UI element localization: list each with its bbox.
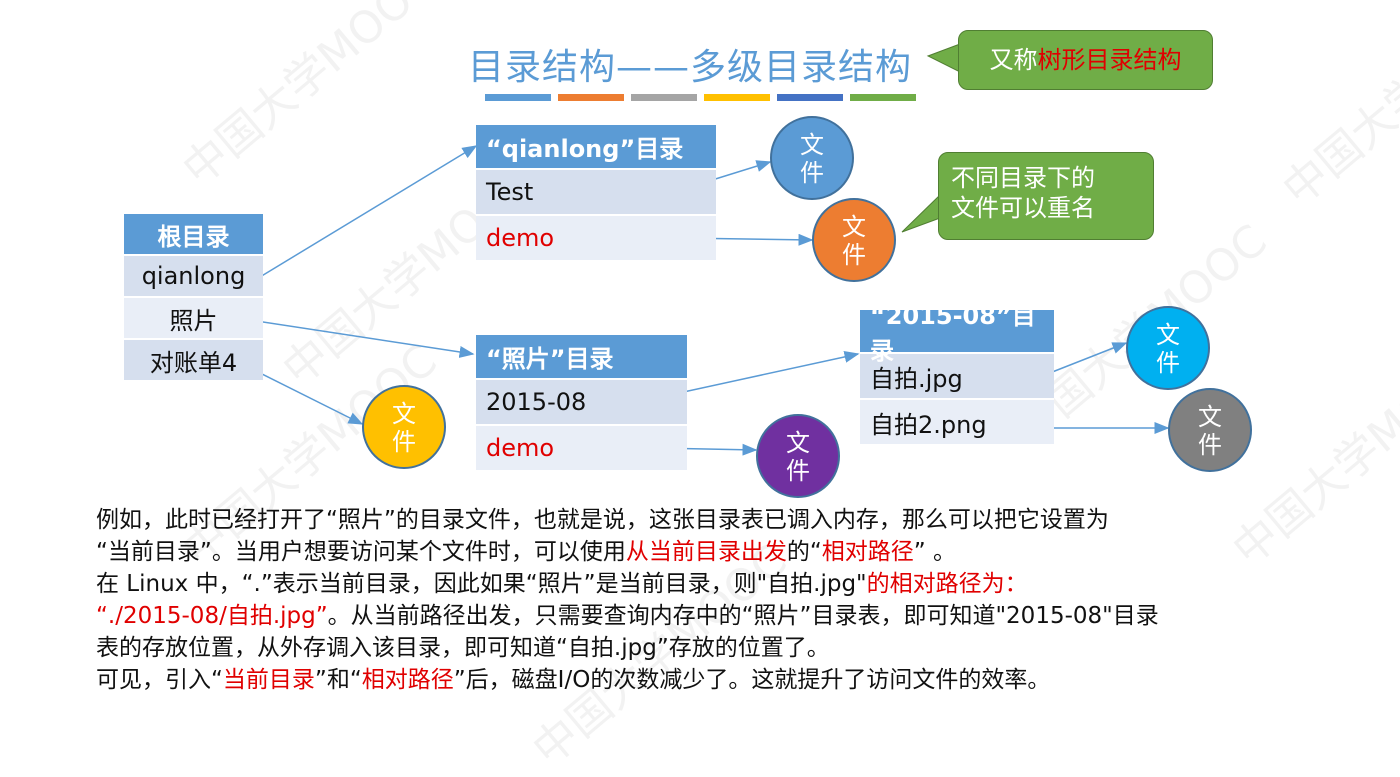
highlight-span: 从当前目录出发: [625, 539, 787, 565]
table-header: “照片”目录: [476, 335, 687, 380]
color-bar: [558, 94, 624, 101]
text-span: 。从当前路径出发，只需要查询内存中的“照片”目录表，即可知道"2015-08"目…: [327, 603, 1159, 629]
callout-same-name: 不同目录下的 文件可以重名: [938, 152, 1154, 240]
highlight-span: “./2015-08/自拍.jpg”: [96, 603, 328, 629]
file-label: 件: [1156, 349, 1180, 377]
arrow-photo-to-dir: [249, 319, 475, 358]
file-label: 件: [800, 159, 824, 187]
file-node-yellow: 文件: [362, 385, 446, 469]
color-bar: [777, 94, 843, 101]
text-span: 例如，此时已经打开了“照片”的目录文件，也就是说，这张目录表已调入内存，那么可以…: [96, 507, 1109, 533]
file-node-orange: 文件: [812, 198, 896, 282]
photo-directory-table: “照片”目录 2015-08 demo: [476, 335, 687, 472]
text-span: ” 。: [913, 539, 956, 565]
callout-highlight: 树形目录结构: [1037, 46, 1182, 74]
description-line: 可见，引入“当前目录”和“相对路径”后，磁盘I/O的次数减少了。这就提升了访问文…: [96, 664, 1356, 696]
color-bar: [850, 94, 916, 101]
file-label: 件: [842, 241, 866, 269]
table-header: 根目录: [124, 214, 263, 256]
color-bar: [704, 94, 770, 101]
table-row: 对账单4: [124, 340, 263, 382]
arrow-bill-to-file: [249, 367, 364, 425]
file-node-blue: 文件: [770, 116, 854, 200]
table-row: 照片: [124, 298, 263, 340]
file-label: 文: [392, 400, 416, 428]
description-line: 在 Linux 中，“.”表示当前目录，因此如果“照片”是当前目录，则"自拍.j…: [96, 568, 1356, 600]
text-span: 的“: [786, 539, 822, 565]
arrow-201508-to-dir: [655, 351, 860, 399]
callout-top-tail: [926, 43, 961, 73]
2015-08-directory-table: “2015-08”目录 自拍.jpg 自拍2.png: [860, 302, 1054, 446]
file-label: 文: [1156, 321, 1180, 349]
arrow-qianlong-to-dir: [254, 145, 478, 281]
description-line: “当前目录”。当用户想要访问某个文件时，可以使用从当前目录出发的“相对路径” 。: [96, 536, 1356, 568]
file-label: 文: [800, 131, 824, 159]
highlight-span: 当前目录: [222, 667, 315, 693]
table-header: “2015-08”目录: [860, 302, 1054, 365]
table-row: qianlong: [124, 256, 263, 298]
file-label: 文: [1198, 403, 1222, 431]
text-span: “当前目录”。当用户想要访问某个文件时，可以使用: [96, 539, 626, 565]
text-span: ”和“: [314, 667, 362, 693]
callout-prefix: 又称: [989, 46, 1038, 74]
callout-line: 不同目录下的: [951, 164, 1095, 192]
text-span: ”后，磁盘I/O的次数减少了。这就提升了访问文件的效率。: [453, 667, 1051, 693]
file-label: 件: [1198, 431, 1222, 459]
description-line: “./2015-08/自拍.jpg”。从当前路径出发，只需要查询内存中的“照片”…: [96, 600, 1356, 632]
description-line: 例如，此时已经打开了“照片”的目录文件，也就是说，这张目录表已调入内存，那么可以…: [96, 504, 1356, 536]
table-row: 自拍.jpg: [860, 354, 1054, 400]
callout-tree-structure: 又称树形目录结构: [958, 30, 1213, 90]
connector-lines: [249, 43, 1170, 456]
qianlong-directory-table: “qianlong”目录 Test demo: [476, 125, 716, 262]
file-label: 件: [786, 457, 810, 485]
table-row: 2015-08: [476, 380, 687, 426]
callout-line: 文件可以重名: [951, 194, 1095, 222]
text-span: 在 Linux 中，“.”表示当前目录，因此如果“照片”是当前目录，则"自拍.j…: [96, 571, 867, 597]
description-line: 表的存放位置，从外存调入该目录，即可知道“自拍.jpg”存放的位置了。: [96, 632, 1356, 664]
highlight-span: 的相对路径为：: [866, 571, 1028, 597]
text-span: 表的存放位置，从外存调入该目录，即可知道“自拍.jpg”存放的位置了。: [96, 635, 830, 661]
file-node-purple: 文件: [756, 414, 840, 498]
table-header: “qianlong”目录: [476, 125, 716, 170]
text-span: 可见，引入“: [96, 667, 223, 693]
title-color-strip: [485, 94, 916, 101]
file-label: 文: [786, 429, 810, 457]
table-row: demo: [476, 426, 687, 472]
file-node-gray: 文件: [1168, 388, 1252, 472]
page-title: 目录结构——多级目录结构: [468, 47, 913, 88]
root-directory-table: 根目录 qianlong 照片 对账单4: [124, 214, 263, 382]
highlight-span: 相对路径: [821, 539, 914, 565]
highlight-span: 相对路径: [361, 667, 454, 693]
file-node-cyan: 文件: [1126, 306, 1210, 390]
table-row: demo: [476, 216, 716, 262]
file-label: 文: [842, 213, 866, 241]
callout-mid-tail: [901, 193, 941, 233]
color-bar: [485, 94, 551, 101]
file-label: 件: [392, 428, 416, 456]
table-row: Test: [476, 170, 716, 216]
color-bar: [631, 94, 697, 101]
table-row: 自拍2.png: [860, 400, 1054, 446]
description-text: 例如，此时已经打开了“照片”的目录文件，也就是说，这张目录表已调入内存，那么可以…: [96, 504, 1356, 696]
